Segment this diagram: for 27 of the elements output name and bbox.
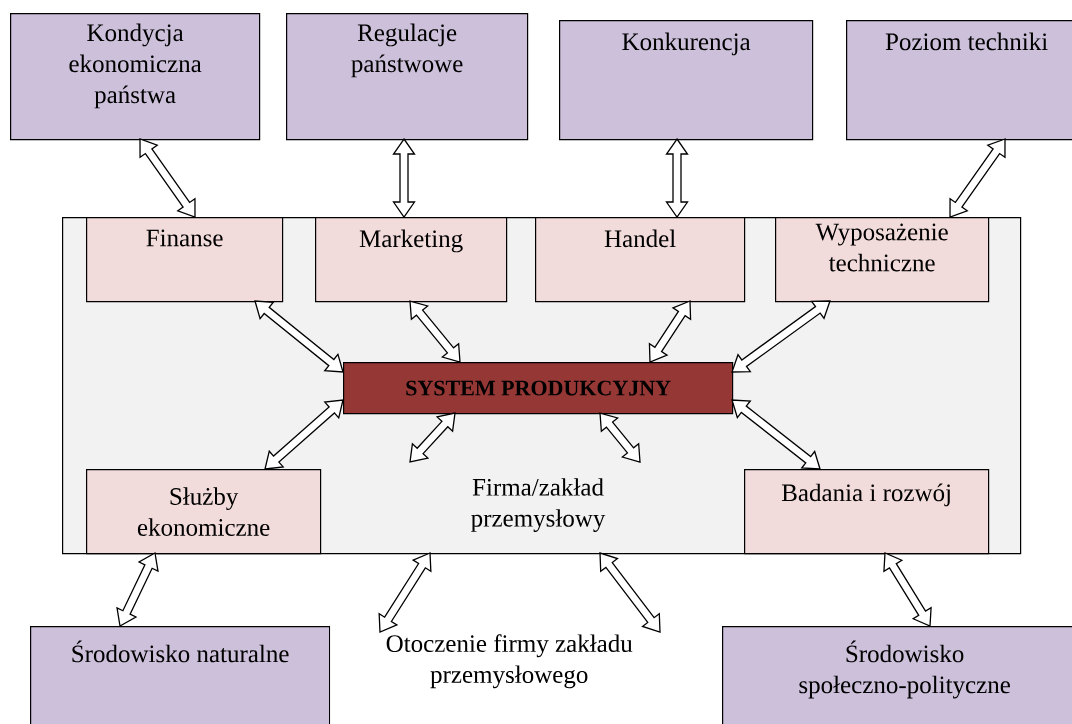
double-arrow xyxy=(254,300,344,373)
double-arrow xyxy=(883,552,932,627)
factor-box: Kondycja ekonomiczna państwa xyxy=(10,13,261,141)
department-box: Badania i rozwój xyxy=(744,469,990,555)
department-box: Wyposażenie techniczne xyxy=(775,217,990,303)
double-arrow xyxy=(409,412,456,463)
factor-box: Poziom techniki xyxy=(846,20,1072,141)
double-arrow xyxy=(599,552,661,633)
factor-box: Regulacje państwowe xyxy=(286,13,529,141)
environment-label: Otoczenie firmy zakładu przemysłowego xyxy=(386,634,633,689)
department-box: Finanse xyxy=(86,217,284,303)
double-arrow xyxy=(264,399,344,470)
double-arrow xyxy=(648,300,692,363)
double-arrow xyxy=(409,300,461,363)
double-arrow xyxy=(949,138,1006,218)
department-box: Marketing xyxy=(315,217,508,303)
department-box: Handel xyxy=(535,217,746,303)
factor-box: Środowisko naturalne xyxy=(30,626,331,724)
system-box: SYSTEM PRODUKCYJNY xyxy=(343,362,734,415)
factor-box: Środowisko społeczno-polityczne xyxy=(722,626,1072,724)
double-arrow xyxy=(731,300,831,373)
double-arrow xyxy=(139,138,196,218)
double-arrow xyxy=(731,399,821,470)
double-arrow xyxy=(378,552,432,633)
department-box: Służby ekonomiczne xyxy=(86,469,322,555)
factor-box: Konkurencja xyxy=(559,20,814,141)
double-arrow xyxy=(599,412,641,463)
